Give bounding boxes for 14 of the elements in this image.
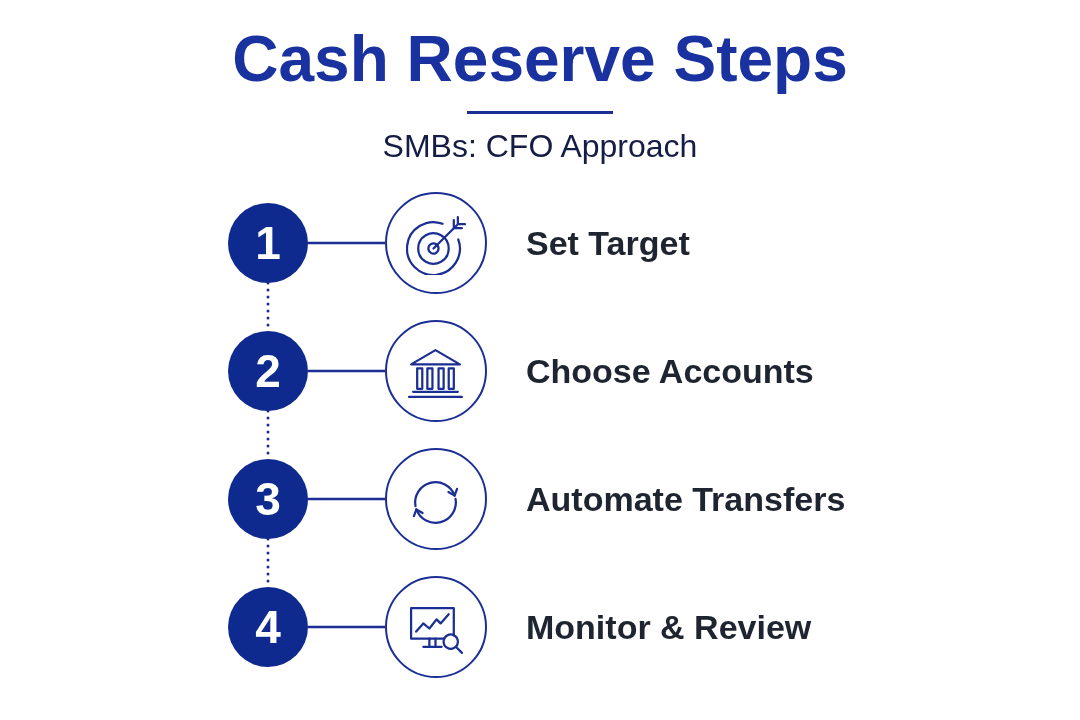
step-number: 1 bbox=[255, 217, 281, 269]
connector-line bbox=[308, 625, 385, 629]
step-label: Set Target bbox=[526, 222, 690, 264]
step-number: 4 bbox=[255, 601, 281, 653]
connector-line bbox=[308, 369, 385, 373]
step-label: Monitor & Review bbox=[526, 606, 812, 648]
step-label: Automate Transfers bbox=[526, 478, 846, 520]
step-number: 3 bbox=[255, 473, 281, 525]
step-label: Choose Accounts bbox=[526, 350, 814, 392]
title: Cash Reserve Steps bbox=[232, 24, 848, 95]
connector-line bbox=[308, 497, 385, 501]
connector-line bbox=[308, 241, 385, 245]
step-number: 2 bbox=[255, 345, 281, 397]
subtitle: SMBs: CFO Approach bbox=[382, 127, 698, 166]
